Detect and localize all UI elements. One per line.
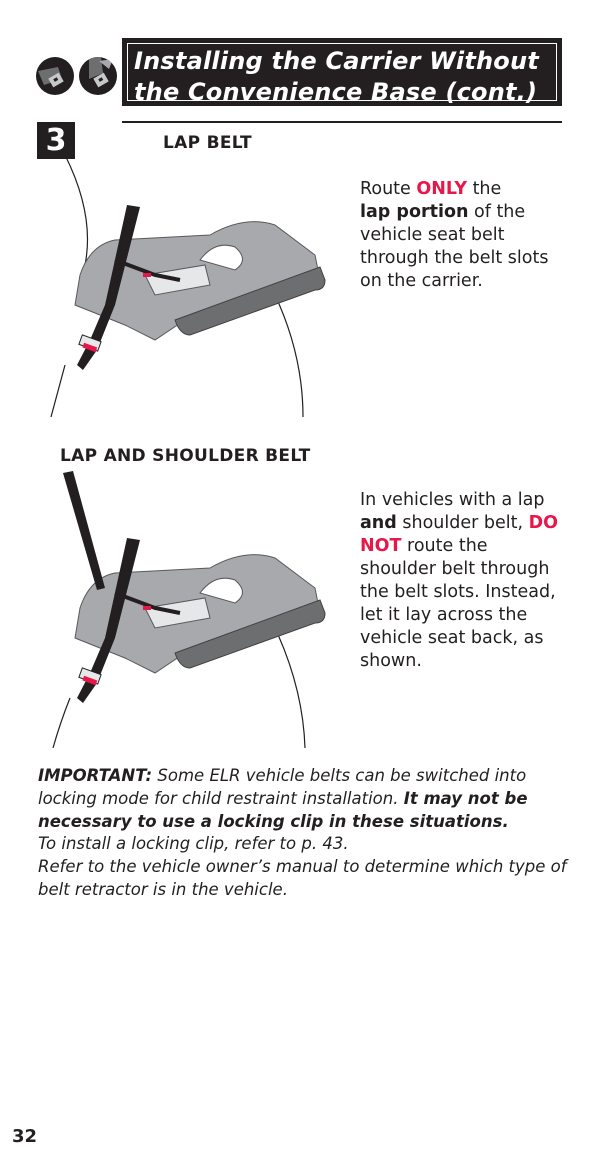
text: of the vehicle seat belt through the bel…: [360, 202, 549, 291]
text: the: [467, 179, 502, 199]
important-note: IMPORTANT: Some ELR vehicle belts can be…: [38, 765, 578, 902]
text: shoulder belt,: [396, 513, 529, 533]
text: Some ELR vehicle belts can be switched i…: [38, 766, 527, 808]
emphasis-do-not: DO NOT: [360, 513, 558, 556]
lap-shoulder-belt-instructions: In vehicles with a lap and shoulder belt…: [360, 489, 565, 673]
shoulder-belt-buckle-icon: [79, 57, 117, 95]
page-number: 32: [12, 1126, 38, 1147]
important-bold-text: It may not be necessary to use a locking…: [38, 788, 528, 831]
lap-belt-heading: LAP BELT: [163, 133, 252, 153]
lap-belt-buckle-icon: [36, 57, 74, 95]
emphasis-lap-portion: lap portion: [360, 202, 469, 222]
emphasis-and: and: [360, 513, 397, 533]
lap-belt-illustration: [50, 155, 326, 418]
text: In vehicles with a lap: [360, 490, 545, 510]
text: route the shoulder belt through the belt…: [360, 536, 556, 671]
lap-belt-instructions: Route ONLY the lap portion of the vehicle…: [360, 178, 570, 293]
lap-shoulder-belt-illustration: [52, 471, 326, 749]
section-title-line-1: Installing the Carrier Without: [134, 47, 539, 75]
section-title-line-2: the Convenience Base (cont.): [134, 78, 538, 106]
text: Route: [360, 179, 417, 199]
step-number: 3: [37, 122, 75, 159]
section-title-box: Installing the Carrier Without the Conve…: [122, 38, 562, 106]
important-label: IMPORTANT:: [38, 766, 153, 785]
divider: [122, 121, 562, 123]
owner-manual-reference: Refer to the vehicle owner’s manual to d…: [38, 857, 567, 899]
lap-shoulder-belt-heading: LAP AND SHOULDER BELT: [60, 446, 311, 466]
locking-clip-reference: To install a locking clip, refer to p. 4…: [38, 834, 349, 854]
emphasis-only: ONLY: [416, 179, 467, 199]
